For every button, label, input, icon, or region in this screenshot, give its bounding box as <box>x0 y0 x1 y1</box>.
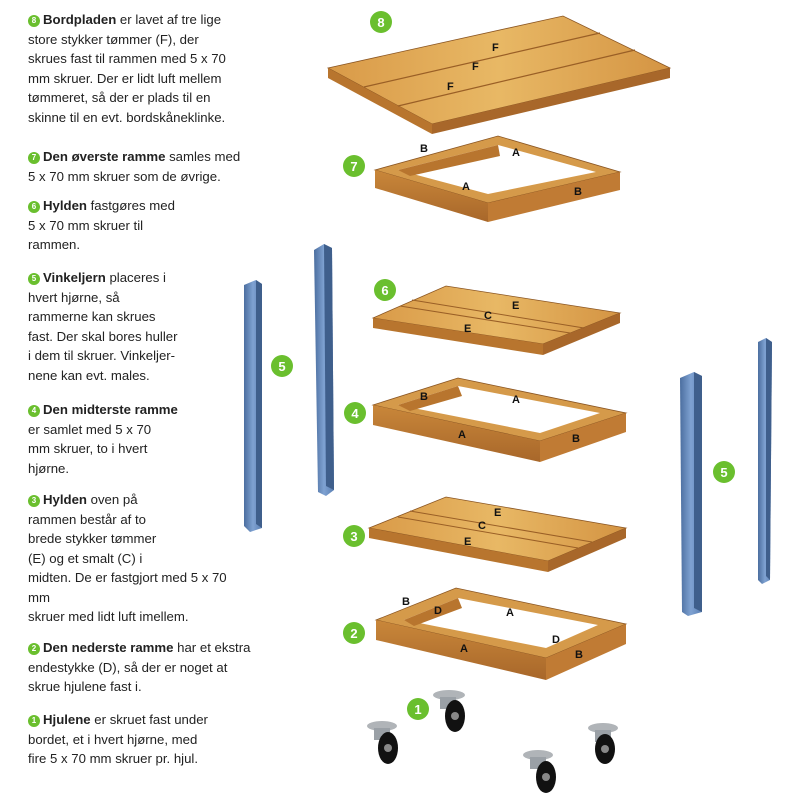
step-number-badge: 5 <box>28 273 40 285</box>
middle-frame <box>371 377 628 462</box>
svg-text:2: 2 <box>350 626 357 641</box>
part-label-e: E <box>464 536 471 548</box>
step-title: Vinkeljern <box>43 270 106 285</box>
svg-text:4: 4 <box>351 406 359 421</box>
step-badge-6: 6 <box>374 279 396 301</box>
svg-text:5: 5 <box>278 359 285 374</box>
step-number-badge: 4 <box>28 405 40 417</box>
table-top-panel <box>326 15 672 134</box>
part-label-c: C <box>484 310 492 322</box>
step-body: er skruet fast under bordet, et i hvert … <box>28 712 208 766</box>
step-badge-5-left: 5 <box>271 355 293 377</box>
step-title: Den øverste ramme <box>43 149 166 164</box>
step-badge-5-right: 5 <box>713 461 735 483</box>
step-title: Hjulene <box>43 712 91 727</box>
part-label-d: D <box>434 605 442 617</box>
step-body: er lavet af tre lige store stykker tømme… <box>28 12 226 125</box>
part-label-b: B <box>420 143 428 155</box>
step-number-badge: 2 <box>28 643 40 655</box>
part-label-a: A <box>512 147 520 159</box>
lower-shelf <box>367 496 628 572</box>
step-badge-3: 3 <box>343 525 365 547</box>
part-label-a: A <box>506 607 514 619</box>
caster-wheel <box>588 723 618 764</box>
step-title: Den midterste ramme <box>43 402 178 417</box>
part-label-a: A <box>512 394 520 406</box>
step-badge-1: 1 <box>407 698 429 720</box>
svg-text:8: 8 <box>377 15 384 30</box>
step-title: Hylden <box>43 198 87 213</box>
part-label-b: B <box>575 649 583 661</box>
part-label-b: B <box>572 433 580 445</box>
caster-wheel <box>367 721 398 764</box>
step-badge-7: 7 <box>343 155 365 177</box>
part-label-c: C <box>478 520 486 532</box>
step-body: har et ekstra endestykke (D), så der er … <box>28 640 251 694</box>
step-number-badge: 1 <box>28 715 40 727</box>
part-label-e: E <box>512 300 519 312</box>
part-label-b: B <box>402 596 410 608</box>
angle-iron-right-back <box>758 338 772 584</box>
angle-iron-left-front <box>314 244 334 496</box>
part-label-d: D <box>552 634 560 646</box>
step-number-badge: 3 <box>28 495 40 507</box>
angle-iron-left-back <box>244 280 262 532</box>
bottom-frame <box>374 587 628 680</box>
upper-shelf <box>371 285 622 355</box>
step-badge-2: 2 <box>343 622 365 644</box>
step-badge-4: 4 <box>344 402 366 424</box>
svg-text:7: 7 <box>350 159 357 174</box>
step-body: oven på rammen består af to brede stykke… <box>28 492 227 624</box>
step-number-badge: 7 <box>28 152 40 164</box>
svg-text:3: 3 <box>350 529 357 544</box>
step-body: fastgøres med 5 x 70 mm skruer til ramme… <box>28 198 175 252</box>
caster-wheel <box>433 690 465 732</box>
step-title: Den nederste ramme <box>43 640 174 655</box>
angle-iron-right-front <box>680 372 702 616</box>
part-label-a: A <box>458 429 466 441</box>
part-label-f: F <box>447 81 454 93</box>
part-label-b: B <box>574 186 582 198</box>
top-frame <box>373 135 622 222</box>
step-number-badge: 8 <box>28 15 40 27</box>
step-number-badge: 6 <box>28 201 40 213</box>
part-label-a: A <box>460 643 468 655</box>
step-body: placeres i hvert hjørne, så rammerne kan… <box>28 270 178 383</box>
svg-text:5: 5 <box>720 465 727 480</box>
part-label-f: F <box>492 42 499 54</box>
part-label-b: B <box>420 391 428 403</box>
step-title: Bordpladen <box>43 12 117 27</box>
step-title: Hylden <box>43 492 87 507</box>
part-label-e: E <box>464 323 471 335</box>
step-body: er samlet med 5 x 70 mm skruer, to i hve… <box>28 421 152 476</box>
step-body: samles med 5 x 70 mm skruer som de øvrig… <box>28 149 241 184</box>
step-badge-8: 8 <box>370 11 392 33</box>
svg-text:1: 1 <box>414 702 421 717</box>
svg-text:6: 6 <box>381 283 388 298</box>
part-label-e: E <box>494 507 501 519</box>
caster-wheel <box>523 750 556 793</box>
part-label-a: A <box>462 181 470 193</box>
part-label-f: F <box>472 61 479 73</box>
